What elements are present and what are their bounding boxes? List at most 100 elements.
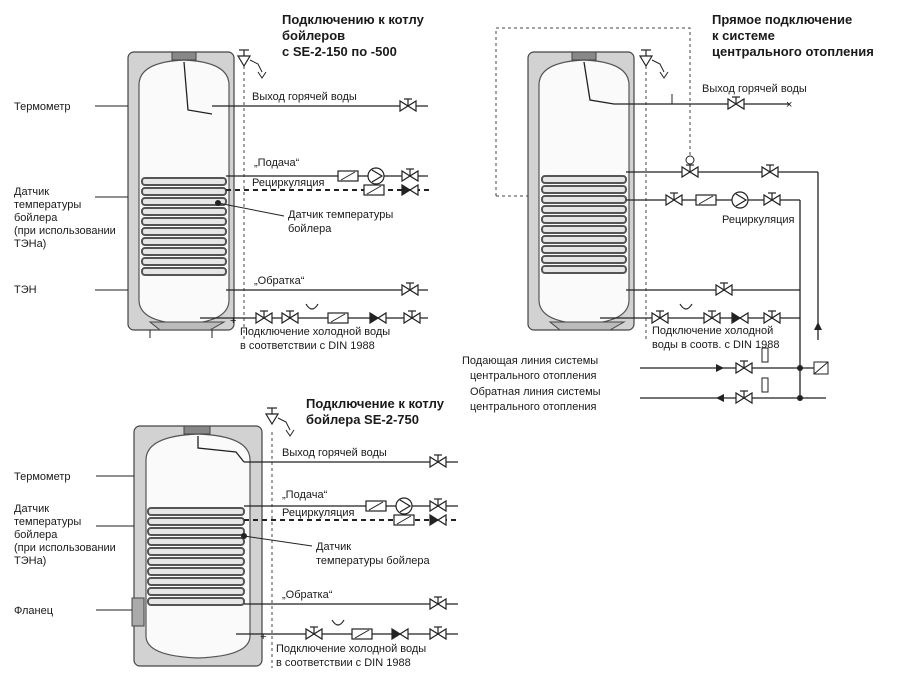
hot-out-b-label: Выход горячей воды (702, 83, 807, 95)
thermometer-c-label: Термометр (14, 471, 71, 483)
cold-c-check-valve-icon (391, 628, 409, 640)
boiler-a-anode-cap (171, 51, 197, 61)
boiler-b-coil (541, 175, 627, 274)
return-c-valve-icon (429, 596, 447, 610)
supply-line-label-1: Подающая линия системы (462, 355, 598, 367)
temp-sensor-c-label-1: Датчик (316, 541, 351, 553)
supply-valve-icon (401, 168, 419, 182)
recirc-c-check-valve-icon (429, 514, 447, 526)
diagram-b-title-1: Прямое подключение (712, 12, 852, 27)
cold-b-valve-3-icon (763, 310, 781, 324)
supply-line-label-2: центрального отопления (470, 370, 597, 382)
hot-out-valve-icon (399, 98, 417, 112)
sensor-label-1: Датчик (14, 186, 49, 198)
sensor-c-label-3: бойлера (14, 529, 58, 541)
drain-funnel-icon (305, 303, 319, 310)
drain-funnel-b-icon (679, 303, 693, 310)
recirc-check-valve-icon (401, 184, 419, 196)
hot-out-c-valve-icon (429, 454, 447, 468)
cold-b-valve-1-icon (651, 310, 669, 324)
flange-plate (131, 597, 145, 627)
cold-label-2: в соответствии с DIN 1988 (240, 340, 375, 352)
diagram-a-title-1: Подключению к котлу (282, 12, 425, 27)
diagram-b-title-3: центрального отопления (712, 44, 874, 59)
diagram-a: Термометр Датчик температуры бойлера (пр… (14, 12, 430, 352)
return-line-label-1: Обратная линия системы (470, 386, 601, 398)
return-valve-icon (401, 282, 419, 296)
diagram-c-title-2: бойлера SE-2-750 (306, 412, 419, 427)
svg-text:+: + (260, 631, 266, 643)
diagram-b-title-2: к системе (712, 28, 775, 43)
sensor-label-4: (при использовании (14, 225, 116, 237)
svg-text:×: × (786, 99, 792, 111)
mix-valve-b-icon (681, 164, 699, 178)
supply-pump-icon (367, 167, 385, 185)
recirc-c-filter-icon (393, 514, 415, 526)
boiler-a-feet (148, 321, 226, 331)
cold-valve-2-icon (281, 310, 299, 324)
recirc-b-filter-icon (695, 194, 717, 206)
cold-label-1: Подключение холодной воды (240, 326, 390, 338)
sensor-label-2: температуры (14, 199, 81, 211)
heating-supply-valve-icon (735, 360, 753, 374)
hot-out-label: Выход горячей воды (252, 91, 357, 103)
diagram-c: Термометр Датчик температуры бойлера (пр… (14, 396, 460, 669)
temp-sensor-c-label-2: температуры бойлера (316, 555, 430, 567)
boiler-a-hot-pipe (183, 61, 213, 115)
supply-label: „Подача“ (254, 157, 300, 169)
svg-text:+: + (230, 315, 236, 327)
cold-b-label-1: Подключение холодной (652, 325, 773, 337)
cold-check-valve-icon (369, 312, 387, 324)
cold-b-label-2: воды в соотв. с DIN 1988 (652, 339, 780, 351)
recirc-b-pump-icon (731, 191, 749, 209)
temp-sensor-label-2: бойлера (288, 223, 332, 235)
cold-b-valve-2-icon (703, 310, 721, 324)
recirc-label: Рециркуляция (252, 177, 325, 189)
safety-valve-icon (237, 49, 267, 79)
cold-valve-1-icon (255, 310, 273, 324)
sensor-label-3: бойлера (14, 212, 58, 224)
supply-c-filter-icon (365, 500, 387, 512)
recirc-filter-icon (363, 184, 385, 196)
cold-c-label-1: Подключение холодной воды (276, 643, 426, 655)
cold-b-check-valve-icon (731, 312, 749, 324)
supply-c-valve-icon (429, 498, 447, 512)
sensor-c-label-1: Датчик (14, 503, 49, 515)
sensor-c-label-5: ТЭНа) (14, 555, 46, 567)
flange-label: Фланец (14, 605, 54, 617)
cold-c-valve-1-icon (305, 626, 323, 640)
sensor-label-5: ТЭНа) (14, 238, 46, 250)
supply-c-pump-icon (395, 497, 413, 515)
supply-filter-icon (337, 170, 359, 182)
recirc-b-label: Рециркуляция (722, 214, 795, 226)
cold-c-filter-icon (351, 628, 373, 640)
hot-out-c-label: Выход горячей воды (282, 447, 387, 459)
return-b-valve-icon (715, 282, 733, 296)
boiler-a-coil (141, 177, 227, 276)
heating-return-valve-icon (735, 390, 753, 404)
diagram-a-title-3: с SE-2-150 по -500 (282, 44, 397, 59)
diagram-c-title-1: Подключение к котлу (306, 396, 445, 411)
sensor-c-label-2: температуры (14, 516, 81, 528)
sensor-c-label-4: (при использовании (14, 542, 116, 554)
return-label: „Обратка“ (254, 275, 305, 287)
diagram-b: Прямое подключение к системе центральног… (462, 12, 874, 413)
recirc-c-label: Рециркуляция (282, 507, 355, 519)
boiler-b-anode-cap (571, 51, 597, 61)
recirc-b-valve-2-icon (763, 192, 781, 206)
drain-funnel-c-icon (331, 619, 345, 626)
recirc-b-valve-1-icon (665, 192, 683, 206)
supply-b-valve-icon (761, 164, 779, 178)
cold-c-label-2: в соответствии с DIN 1988 (276, 657, 411, 669)
boiler-c-coil (147, 507, 245, 606)
safety-valve-c-icon (265, 407, 295, 437)
temp-sensor-label-1: Датчик температуры (288, 209, 393, 221)
heater-label: ТЭН (14, 284, 37, 296)
diagram-a-title-2: бойлеров (282, 28, 345, 43)
hot-out-b-valve-icon (727, 96, 745, 110)
safety-valve-b-icon (639, 49, 669, 79)
cold-valve-3-icon (403, 310, 421, 324)
supply-c-label: „Подача“ (282, 489, 328, 501)
